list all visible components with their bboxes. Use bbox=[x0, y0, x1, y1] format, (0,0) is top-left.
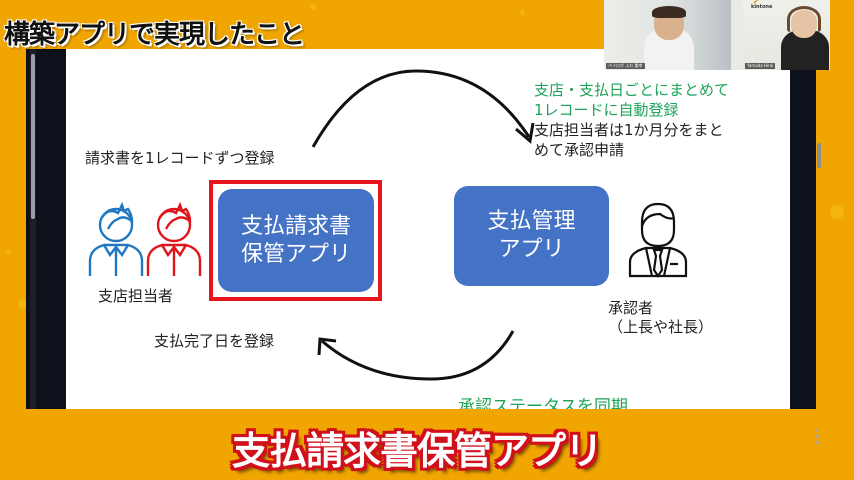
payment-management-app-box: 支払管理 アプリ bbox=[454, 186, 609, 286]
approver-line2: （上長や社長） bbox=[608, 318, 714, 336]
app-left-line2: 保管アプリ bbox=[240, 241, 351, 267]
right-description: 支店・支払日ごとにまとめて 1レコードに自動登録 支店担当者は1か月分をまと め… bbox=[534, 80, 729, 160]
background-speck bbox=[6, 250, 11, 255]
video-caption: 支払請求書保管アプリ bbox=[232, 429, 603, 473]
highlight-frame bbox=[209, 180, 382, 301]
approver-label: 承認者 （上長や社長） bbox=[608, 299, 713, 337]
slide: 請求書を1レコードずつ登録 支店担当者 支払請求書 保管アプリ 支払管理 bbox=[66, 49, 790, 409]
left-step-label: 請求書を1レコードずつ登録 bbox=[85, 149, 275, 167]
branch-staff-red-icon bbox=[146, 201, 202, 276]
approval-request-line1: 支店担当者は1か月分をまと bbox=[534, 121, 724, 139]
right-scrollbar-thumb[interactable] bbox=[817, 143, 821, 168]
webcam-participant-1: ベイロボ ふわ 重幸 bbox=[604, 0, 731, 70]
auto-register-line1: 支店・支払日ごとにまとめて bbox=[534, 81, 730, 99]
payment-complete-label: 支払完了日を登録 bbox=[154, 332, 275, 350]
left-scrollbar[interactable] bbox=[30, 49, 36, 409]
approver-line1: 承認者 bbox=[608, 299, 654, 317]
viewer-controls-icon[interactable]: ▾▪▪ bbox=[815, 427, 820, 446]
branch-staff-label: 支店担当者 bbox=[98, 287, 174, 305]
background-speck bbox=[18, 300, 26, 308]
app-right-line2: アプリ bbox=[498, 237, 565, 262]
participant-2-name: Yamada Hirai bbox=[745, 63, 776, 69]
app-left-line1: 支払請求書 bbox=[240, 213, 351, 239]
payment-invoice-storage-app-box: 支払請求書 保管アプリ bbox=[218, 189, 374, 292]
participant-1-name: ベイロボ ふわ 重幸 bbox=[606, 63, 645, 69]
title-banner: 構築アプリで実現したこと bbox=[4, 20, 305, 50]
top-cycle-arrow-icon bbox=[311, 69, 535, 381]
participant-2-hair bbox=[787, 6, 821, 32]
kintone-logo-icon: ✔ bbox=[753, 0, 759, 6]
branch-staff-blue-icon bbox=[88, 201, 144, 276]
kintone-logo: kintone bbox=[751, 4, 773, 10]
background-speck bbox=[520, 10, 525, 15]
app-right-line1: 支払管理 bbox=[487, 209, 576, 234]
background-speck bbox=[830, 205, 844, 219]
webcam-participant-2: kintone ✔ Yamada Hirai bbox=[743, 0, 830, 70]
participant-1-hair bbox=[652, 6, 686, 18]
approver-businessman-icon bbox=[628, 202, 688, 278]
auto-register-line2: 1レコードに自動登録 bbox=[534, 101, 679, 119]
approval-request-line2: めて承認申請 bbox=[534, 141, 625, 159]
background-speck bbox=[310, 4, 316, 10]
left-scrollbar-thumb[interactable] bbox=[31, 54, 35, 219]
webcam-panel: ベイロボ ふわ 重幸 kintone ✔ Yamada Hirai bbox=[604, 0, 830, 70]
sync-status-label: 承認ステータスを同期 bbox=[458, 397, 628, 409]
